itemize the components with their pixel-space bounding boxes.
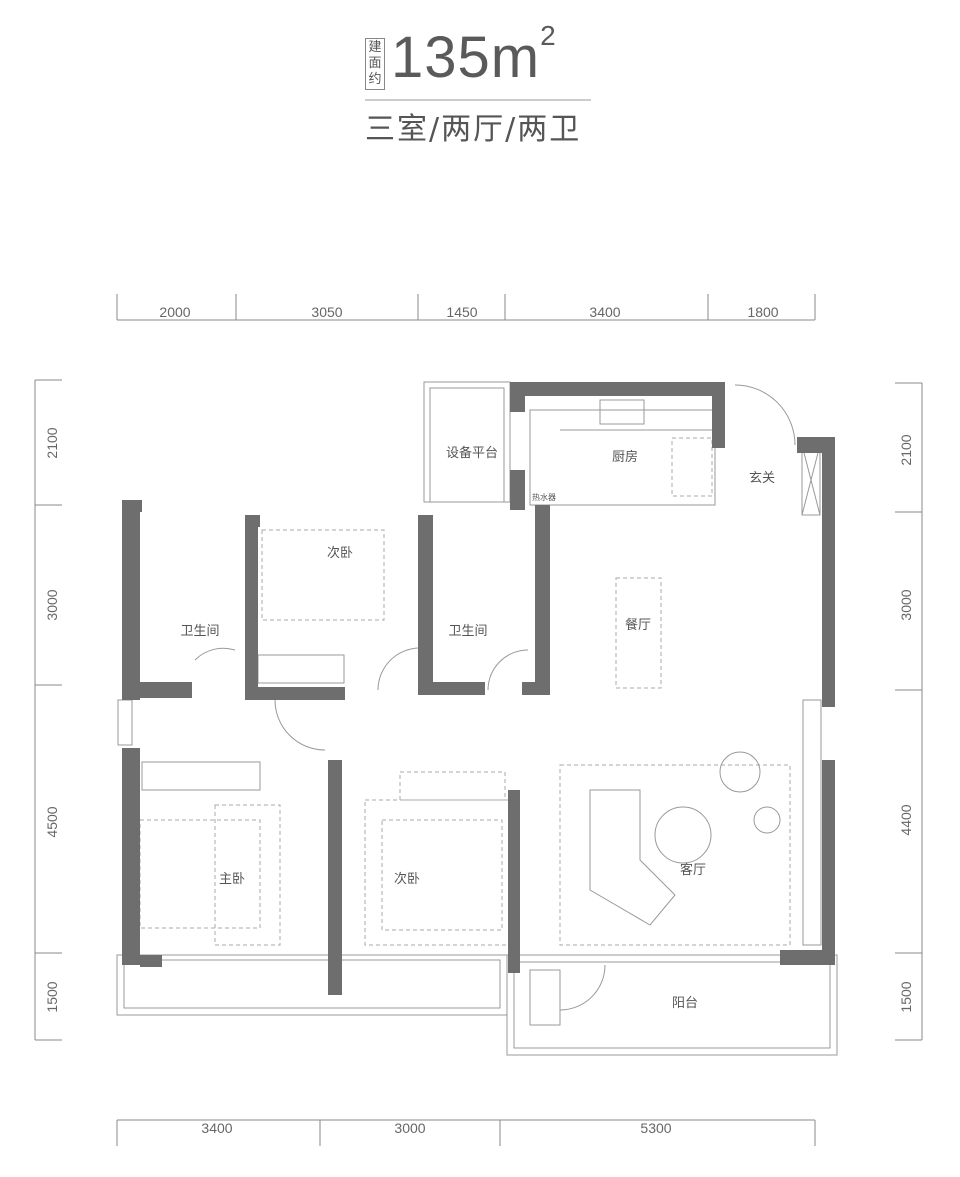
room-label-kitchen: 厨房 — [612, 449, 638, 465]
dim-right-2: 3000 — [898, 589, 914, 620]
dim-left-3: 4500 — [44, 806, 60, 837]
walls — [122, 382, 835, 995]
area-prefix-tag: 建面约 — [365, 38, 385, 90]
area-number: 135m — [391, 25, 541, 90]
dim-right-1: 2100 — [898, 434, 914, 465]
dim-bottom-3: 5300 — [640, 1120, 671, 1136]
room-label-living: 客厅 — [680, 862, 706, 878]
room-label-second-bedroom-south: 次卧 — [394, 871, 420, 887]
dim-bottom-1: 3400 — [201, 1120, 232, 1136]
dim-right-4: 1500 — [898, 981, 914, 1012]
dim-bottom-2: 3000 — [394, 1120, 425, 1136]
outline-lines — [116, 381, 838, 1056]
area-unit-sup: 2 — [540, 20, 557, 51]
water-heater-label: 热水器 — [532, 492, 556, 502]
dim-top-3: 1450 — [446, 304, 477, 320]
room-label-second-bedroom-north: 次卧 — [327, 545, 353, 561]
layout-type: 三室/两厅/两卫 — [365, 112, 582, 147]
furniture — [141, 654, 781, 1026]
dim-left-1: 2100 — [44, 427, 60, 458]
dim-left-2: 3000 — [44, 589, 60, 620]
room-label-equipment-platform: 设备平台 — [446, 445, 498, 461]
dim-top-4: 3400 — [589, 304, 620, 320]
dim-top-5: 1800 — [747, 304, 778, 320]
dim-top-2: 3050 — [311, 304, 342, 320]
area-value: 135m2 — [391, 20, 557, 91]
room-label-entrance: 玄关 — [749, 471, 775, 486]
header-divider — [365, 99, 591, 101]
dim-top-1: 2000 — [159, 304, 190, 320]
dim-left-4: 1500 — [44, 981, 60, 1012]
room-label-balcony: 阳台 — [672, 996, 698, 1011]
dimension-lines — [34, 294, 923, 1146]
room-label-master-bedroom: 主卧 — [219, 872, 245, 887]
room-label-bathroom-west: 卫生间 — [180, 624, 219, 639]
room-label-dining: 餐厅 — [625, 617, 651, 633]
dim-right-3: 4400 — [898, 804, 914, 835]
room-label-bathroom-middle: 卫生间 — [448, 624, 487, 639]
